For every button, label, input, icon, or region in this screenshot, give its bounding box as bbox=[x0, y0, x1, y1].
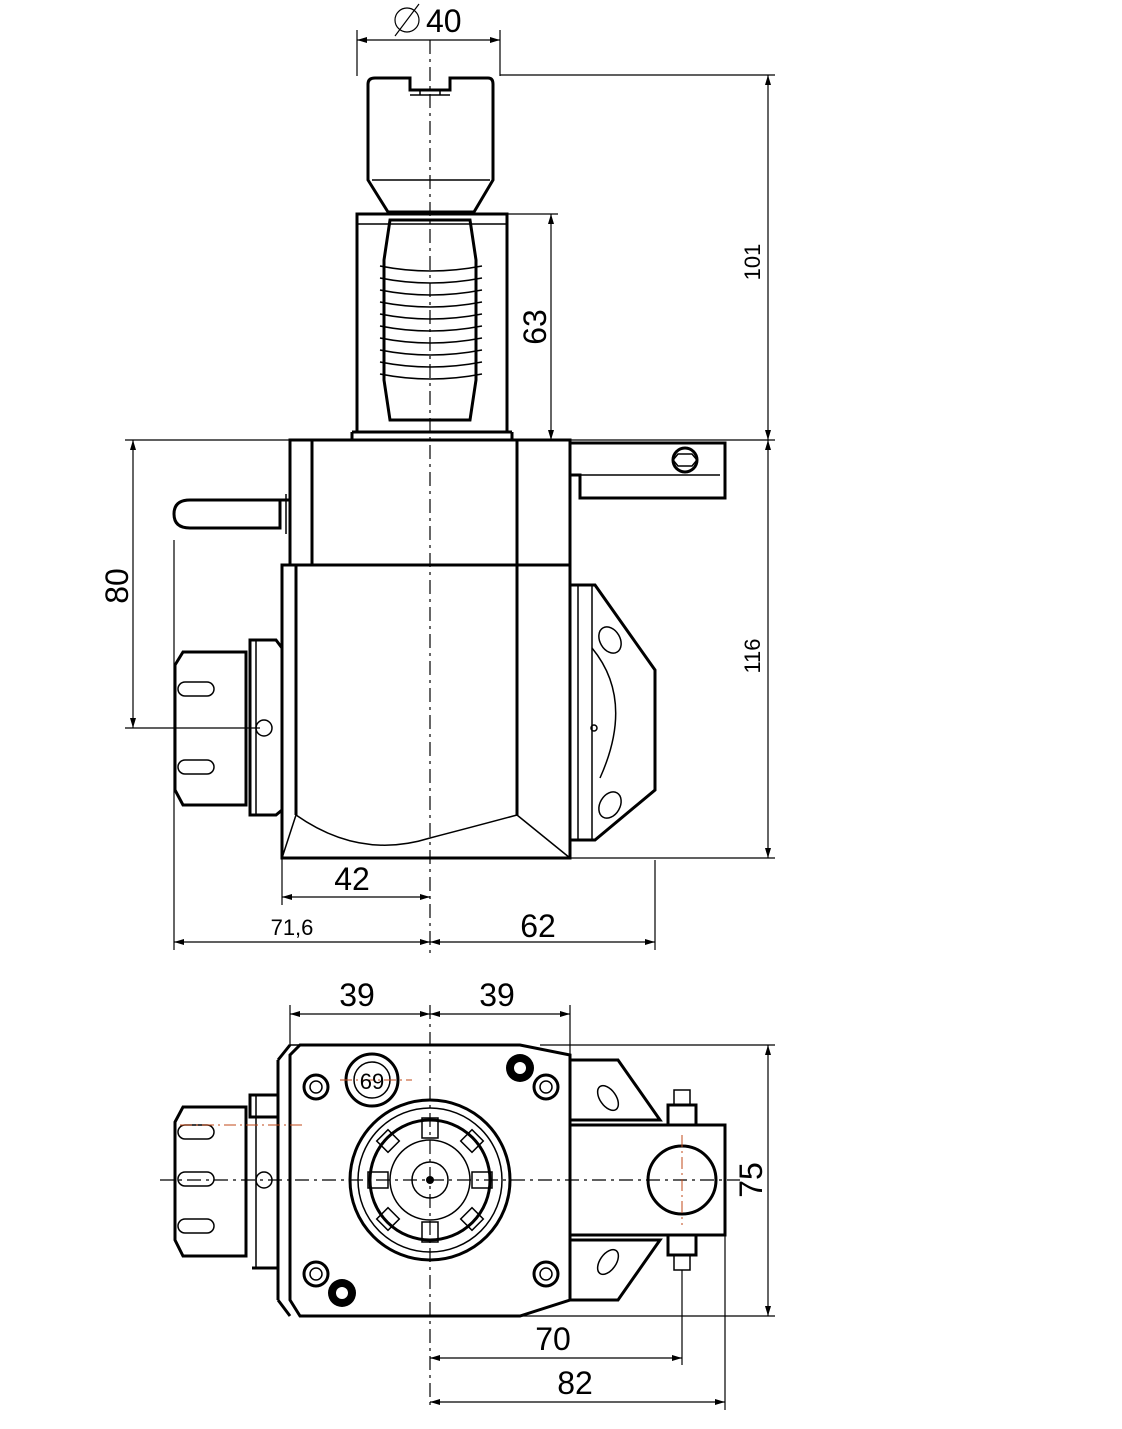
dim-width-62: 62 bbox=[520, 908, 556, 944]
dim-diameter-40: 40 bbox=[426, 3, 462, 39]
lower-housing bbox=[173, 563, 657, 860]
spindle bbox=[348, 1098, 512, 1262]
dim-width-42: 42 bbox=[334, 861, 370, 897]
shank-body bbox=[350, 212, 514, 440]
shank-head bbox=[366, 76, 495, 214]
dim-height-63: 63 bbox=[517, 309, 553, 345]
dim-height-101: 101 bbox=[740, 244, 765, 281]
collet-nut-top bbox=[173, 1093, 305, 1270]
side-view: 40 101 63 80 116 42 bbox=[99, 3, 775, 955]
dim-width-82: 82 bbox=[557, 1365, 593, 1401]
dim-height-116: 116 bbox=[740, 638, 765, 673]
dim-top-39-right: 39 bbox=[479, 977, 515, 1013]
coolant-port: 69 bbox=[340, 1052, 412, 1108]
top-view: 69 bbox=[160, 977, 775, 1410]
clamp-arm bbox=[568, 1058, 727, 1302]
dim-width-71-6: 71,6 bbox=[271, 915, 314, 940]
dim-width-70: 70 bbox=[535, 1321, 571, 1357]
dim-width-75: 75 bbox=[733, 1162, 769, 1198]
side-view-dimensions: 40 101 63 80 116 42 bbox=[99, 3, 775, 950]
upper-housing bbox=[172, 438, 727, 567]
screws bbox=[302, 1054, 560, 1307]
dim-height-80: 80 bbox=[99, 568, 135, 604]
dim-top-39-left: 39 bbox=[339, 977, 375, 1013]
port-label: 69 bbox=[360, 1069, 384, 1094]
top-view-dimensions: 39 39 75 70 82 bbox=[289, 977, 775, 1410]
